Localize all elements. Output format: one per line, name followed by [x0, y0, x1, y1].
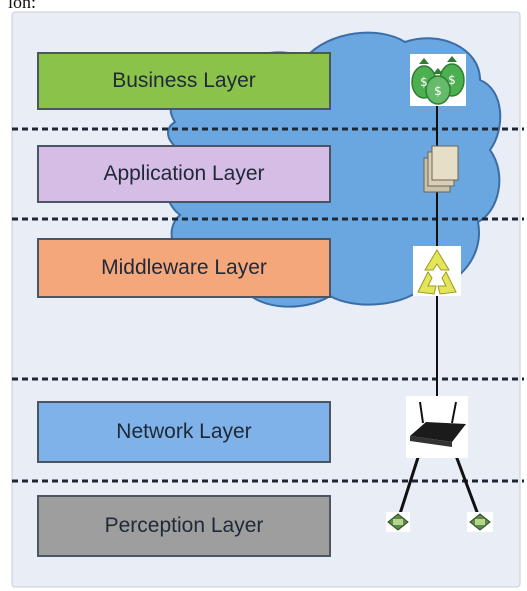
network-layer: Network Layer — [37, 401, 331, 463]
documents-icon — [423, 145, 459, 193]
layer-separators — [12, 127, 524, 483]
middleware-layer: Middleware Layer — [37, 238, 331, 298]
svg-text:$: $ — [434, 84, 442, 98]
sensor-icon — [386, 512, 410, 532]
page-text-fragment: ion: — [8, 0, 37, 12]
perception-layer: Perception Layer — [37, 495, 331, 557]
business-layer: Business Layer — [37, 52, 331, 110]
router-icon — [406, 396, 468, 458]
recycle-icon — [413, 246, 461, 296]
application-layer: Application Layer — [37, 145, 331, 203]
sensor-icon — [467, 512, 493, 532]
svg-text:$: $ — [420, 75, 428, 89]
svg-text:$: $ — [448, 73, 456, 87]
money-bag-icon: $ $ $ — [410, 54, 466, 106]
